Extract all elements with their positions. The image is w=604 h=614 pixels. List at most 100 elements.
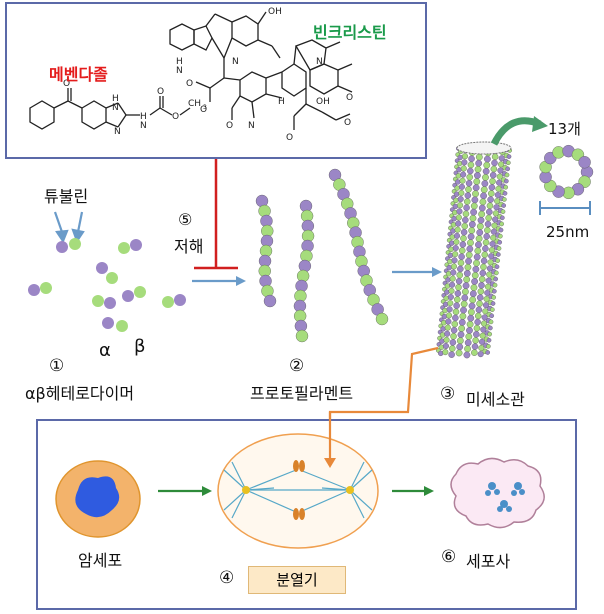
microtubule-subunit [453,296,461,303]
microtubule-subunit [460,300,468,308]
microtubule-subunit [485,277,492,284]
microtubule-subunit [489,240,496,247]
microtubule-subunit [472,184,480,192]
microtubule-subunit [467,161,475,169]
microtubule-subunit [471,343,479,350]
microtubule-subunit [483,296,490,303]
microtubule-subunit [478,275,486,283]
microtubule-subunit [448,287,455,294]
microtubule-subunit [456,343,464,351]
microtubule-subunit [460,235,467,242]
microtubule-subunit [462,210,470,218]
microtubule-subunit [490,307,495,312]
step6-number: ⑥ [441,547,457,567]
microtubule-subunit [491,295,497,300]
microtubule-subunit [485,350,491,355]
microtubule-subunit [471,278,478,285]
microtubule-subunit [452,251,459,258]
microtubule-subunit [473,178,481,185]
microtubule-subunit [479,332,486,339]
inhibit-number: ⑤ [178,210,193,229]
microtubule-subunit [499,221,505,227]
microtubule-subunit [442,349,449,356]
microtubule-subunit [460,171,467,178]
microtubule-subunit [466,245,474,253]
microtubule-subunit [476,300,483,307]
microtubule-subunit [453,302,460,309]
microtubule-subunit [487,259,494,266]
microtubule-subunit [458,183,465,190]
microtubule-subunit [456,271,464,279]
microtubule-subunit [473,324,481,332]
microtubule-subunit [484,226,491,234]
microtubule-subunit [454,290,462,297]
microtubule-subunit [486,337,492,343]
step1-number: ① [49,356,65,376]
microtubule-subunit [487,190,495,197]
microtubule-subunit [502,197,507,202]
microtubule-subunit [470,284,478,292]
microtubule-subunit [468,302,476,310]
microtubule-subunit [465,257,472,265]
drug-label-vincristine: 빈크리스틴 [313,23,387,42]
microtubule-subunit [480,257,488,265]
microtubule-subunit [475,159,483,167]
microtubule-subunit [475,306,483,314]
microtubule-subunit [458,253,465,260]
microtubule-subunit [479,269,487,277]
microtubule-subunit [478,338,486,345]
microtubule-subunit [463,204,470,212]
microtubule-subunit [450,326,458,334]
microtubule-subunit [457,202,464,209]
microtubule-subunit [446,306,453,313]
microtubule-subunit [484,155,491,163]
microtubule-subunit [494,264,500,270]
heterodimer-cluster [28,238,186,332]
microtubule-subunit [463,270,471,277]
microtubule-subunit [496,173,503,180]
svg-text:O: O [286,133,293,143]
microtubule-subunit [496,179,503,186]
svg-text:O: O [186,79,193,89]
svg-text:O: O [346,93,353,103]
microtubule-subunit [498,155,505,162]
microtubule-subunit [482,167,490,175]
microtubule-subunit [455,214,462,221]
microtubule-subunit [475,153,483,161]
svg-text:H: H [278,97,285,107]
microtubule-subunit [455,349,463,357]
microtubule-subunit [462,216,469,224]
microtubule-subunit [494,191,501,198]
microtubule-subunit [504,178,509,184]
alpha-label: α [99,340,111,361]
inhibit-label: 저해 [174,237,204,256]
microtubule-subunit [454,226,461,233]
svg-text:N: N [176,66,183,76]
drug-label-mebendazole: 메벤다졸 [49,65,108,84]
microtubule-subunit [498,233,503,239]
microtubule-subunit [503,184,509,190]
step2-number: ② [289,356,305,376]
microtubule-subunit [455,277,463,285]
microtubule-subunit [484,289,491,296]
diameter-label: 25nm [546,223,590,241]
microtubule-subunit [492,216,499,223]
microtubule-subunit [475,241,482,249]
microtubule-subunit [468,221,476,228]
microtubule-subunit [464,345,471,353]
microtubule-subunit [461,159,468,166]
microtubule-subunit [491,153,499,161]
microtubule-subunit [461,294,469,302]
microtubule-subunit [486,271,493,278]
microtubule-subunit [473,253,481,261]
microtubule-subunit [466,320,474,328]
microtubule-subunit [497,167,504,174]
protofilaments [255,168,389,343]
microtubule-subunit [460,165,467,172]
protofilament-subunit [263,294,277,308]
microtubule-subunit [463,351,471,359]
microtubule-subunit [466,327,473,334]
microtubule-subunit [467,314,475,322]
microtubule-subunit [459,312,467,320]
